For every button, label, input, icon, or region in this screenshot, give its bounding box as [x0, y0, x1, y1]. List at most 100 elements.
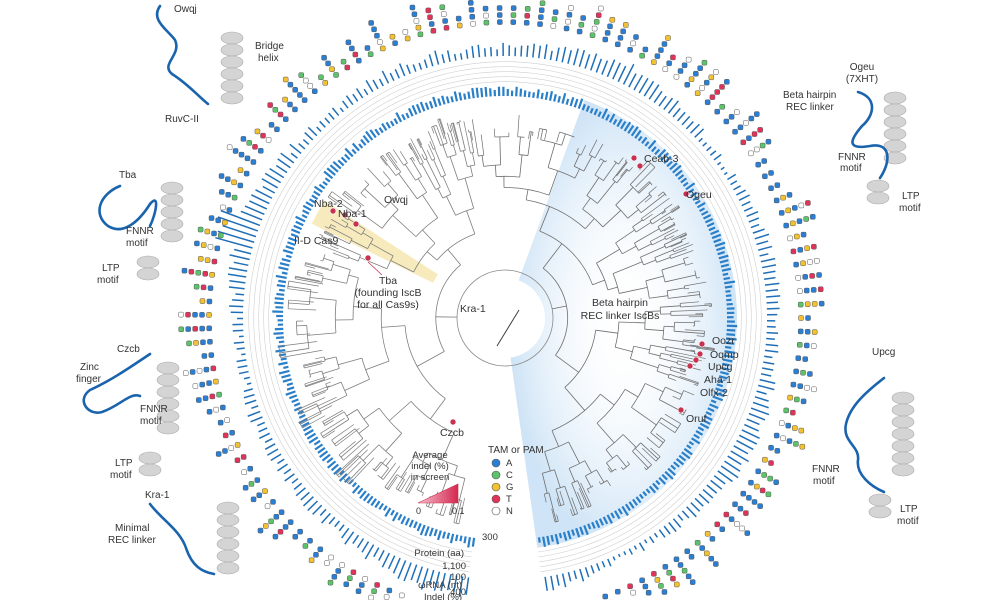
rna-bar [754, 233, 770, 240]
protein-bar [608, 113, 616, 123]
tree-stem [634, 228, 660, 244]
tam-base-dot [602, 36, 609, 43]
protein-bar [279, 262, 290, 267]
tam-base-dot [224, 417, 230, 423]
protein-bar [711, 233, 722, 240]
protein-bar [285, 245, 295, 251]
clade-highlights [311, 99, 737, 548]
tam-base-dot [709, 94, 716, 100]
tree-leaf [620, 168, 627, 177]
protein-bar [391, 511, 399, 522]
tree-stem [348, 256, 359, 262]
tam-base-dot [673, 556, 680, 563]
tam-base-dot [243, 170, 250, 177]
tree-stem [584, 218, 595, 229]
tree-arc [335, 356, 340, 369]
tam-base-dot [321, 54, 327, 61]
rna-bar [459, 53, 463, 60]
tam-base-dot [371, 26, 377, 33]
tam-base-dot [708, 555, 715, 562]
tam-base-dot [282, 524, 289, 530]
tree-stem [422, 465, 431, 479]
protein-bar [710, 399, 717, 404]
tree-arc [357, 255, 361, 262]
tree-leaf [305, 377, 334, 388]
rna-bar [446, 574, 452, 591]
tam-base-dot [810, 343, 817, 349]
rna-bar [258, 427, 268, 433]
tree-leaf [670, 250, 694, 259]
protein-bar [384, 507, 392, 517]
struct-tba-fnnr2: motif [126, 238, 148, 249]
tam-base-dot [468, 7, 475, 13]
tam-base-dot [797, 288, 803, 294]
protein-bar [720, 263, 730, 268]
tree-leaf [304, 376, 327, 385]
tam-base-dot [206, 312, 212, 318]
tree-leaf [297, 333, 311, 336]
helix-turn [156, 421, 180, 435]
tree-leaf [450, 123, 457, 143]
tree-leaf [382, 171, 392, 182]
tree-leaf [336, 443, 369, 475]
tree-leaf [458, 497, 466, 524]
tree-leaf [304, 363, 323, 369]
protein-bar [587, 523, 592, 530]
tam-base-dot [714, 108, 720, 115]
tam-base-dot [802, 274, 808, 280]
tree-leaf [625, 159, 627, 162]
protein-bar [413, 521, 418, 529]
tree-leaf [288, 308, 317, 311]
tam-base-dot [250, 159, 257, 165]
rna-bar [720, 465, 739, 479]
tree-stem [400, 456, 416, 478]
rna-bar [694, 128, 705, 138]
tam-base-dot [694, 90, 701, 97]
struct-czcb-fnnr2: motif [140, 416, 162, 427]
struct-tba-ltp2: motif [97, 275, 119, 286]
tree-arc [634, 242, 639, 251]
tree-stem [397, 479, 405, 491]
tam-base-dot [538, 14, 544, 20]
tam-base-dot [615, 588, 621, 595]
protein-bar [645, 488, 651, 494]
tree-arc [361, 358, 370, 380]
tree-stem [351, 239, 368, 249]
protein-bar [273, 332, 284, 335]
rna-bar [706, 484, 718, 494]
tam-base-dot [793, 441, 799, 447]
tree-arc [306, 270, 309, 275]
tam-base-dot [792, 205, 798, 211]
tam-base-dot [298, 72, 304, 78]
tam-base-dot [350, 569, 357, 576]
tree-leaf [405, 479, 413, 492]
tam-base-dot [211, 258, 218, 265]
tree-leaf [556, 514, 559, 522]
struct-tba-fnnr: FNNR [126, 226, 154, 237]
tam-base-dot [339, 562, 345, 568]
protein-bar [566, 530, 572, 540]
rna-bar [250, 416, 263, 423]
tam-base-dot [809, 273, 815, 279]
struct-zinc2: finger [76, 374, 102, 385]
tree-arc [448, 473, 465, 479]
rna-bar [270, 453, 282, 462]
tam-base-dot [642, 583, 649, 590]
tree-leaf [650, 447, 661, 457]
tam-base-dot [703, 550, 710, 557]
rna-bar [706, 146, 712, 152]
tam-base-dot [214, 245, 221, 252]
protein-bar [655, 479, 661, 486]
tree-stem [455, 500, 462, 524]
protein-bar [450, 96, 454, 103]
tree-stem [390, 201, 399, 210]
protein-bar [285, 390, 296, 396]
rna-bar [233, 261, 249, 267]
protein-bar [634, 129, 642, 139]
protein-bar [606, 514, 613, 524]
tree-stem [606, 462, 613, 472]
protein-bar [276, 336, 284, 340]
helix-turn [160, 193, 184, 207]
protein-bar [308, 436, 319, 444]
